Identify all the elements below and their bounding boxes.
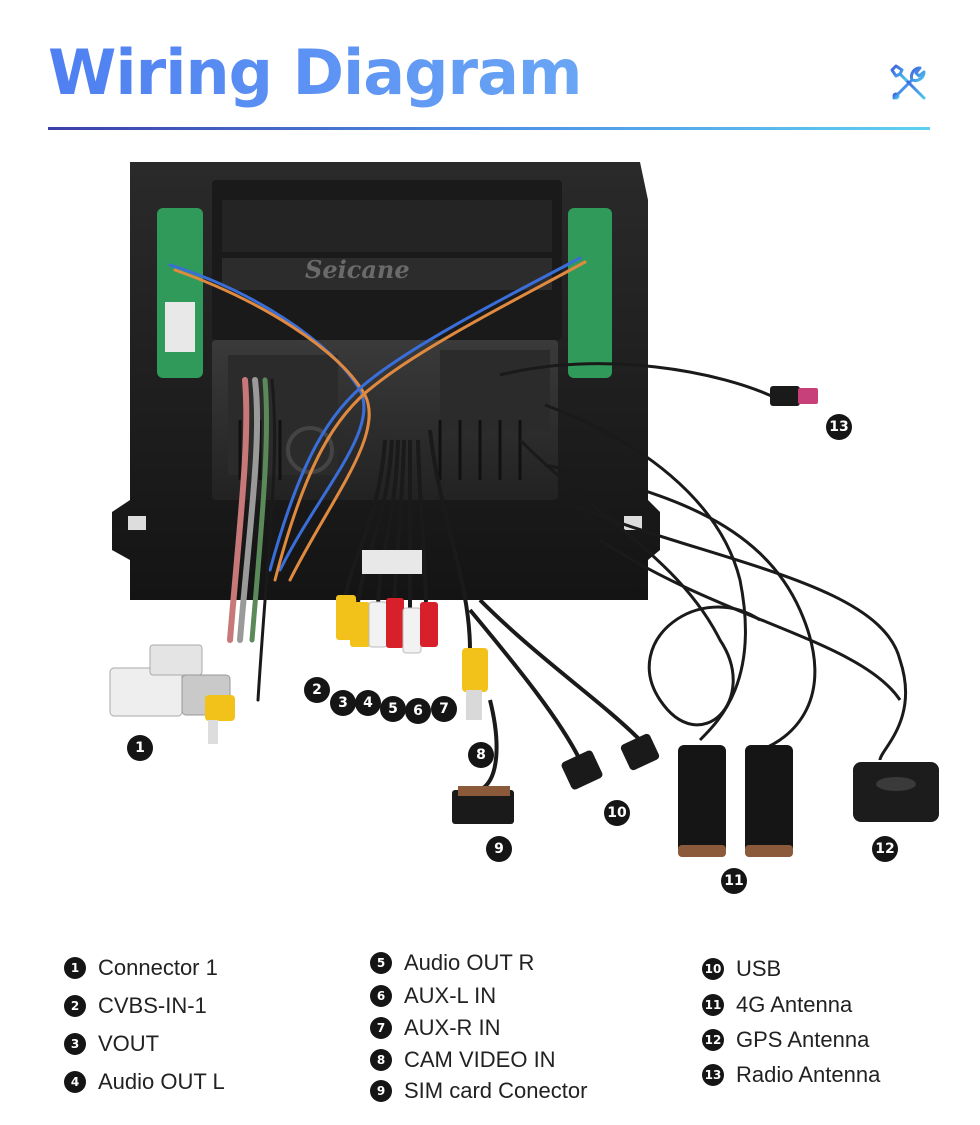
marker-6: 6 [405,698,431,724]
legend-item-vout: 3 VOUT [64,1031,159,1057]
marker-4: 4 [355,690,381,716]
legend-item-cvbs-in-1: 2 CVBS-IN-1 [64,993,207,1019]
marker-12: 12 [872,836,898,862]
usb-cables [468,598,660,790]
legend-item-cam-video-in: 8 CAM VIDEO IN [370,1047,556,1073]
legend-item-connector-1: 1 Connector 1 [64,955,218,981]
brand-watermark: Seicane [305,255,410,284]
legend-item-radio-antenna: 13 Radio Antenna [702,1062,880,1088]
antenna-cables [499,362,907,761]
wiring-diagram: Seicane [109,162,939,857]
legend-item-gps-antenna: 12 GPS Antenna [702,1027,869,1053]
legend-item-sim-card-conector: 9 SIM card Conector [370,1078,587,1104]
legend-item-audio-out-l: 4 Audio OUT L [64,1069,225,1095]
head-unit-frame [112,162,660,600]
marker-9: 9 [486,836,512,862]
marker-1: 1 [127,735,153,761]
marker-5: 5 [380,696,406,722]
legend-item-audio-out-r: 5 Audio OUT R [370,950,534,976]
left-pcb-board [157,208,203,378]
sim-connector [452,699,514,824]
legend-item-aux-r-in: 7 AUX-R IN [370,1015,501,1041]
connector-1 [109,644,235,744]
rca-cables [336,429,488,720]
4g-antenna-pair [678,745,793,857]
tools-icon [890,64,926,100]
page-title: Wiring Diagram [48,36,583,109]
legend-item-aux-l-in: 6 AUX-L IN [370,983,496,1009]
gps-antenna [853,762,939,822]
title-underline [48,127,930,130]
marker-11: 11 [721,868,747,894]
marker-7: 7 [431,696,457,722]
marker-8: 8 [468,742,494,768]
right-pcb-board [568,208,612,378]
legend-item-usb: 10 USB [702,956,781,982]
marker-3: 3 [330,690,356,716]
marker-13: 13 [826,414,852,440]
radio-antenna-plug [770,386,818,406]
wire-harness [168,256,587,702]
marker-10: 10 [604,800,630,826]
legend-item-4g-antenna: 11 4G Antenna [702,992,852,1018]
marker-2: 2 [304,677,330,703]
